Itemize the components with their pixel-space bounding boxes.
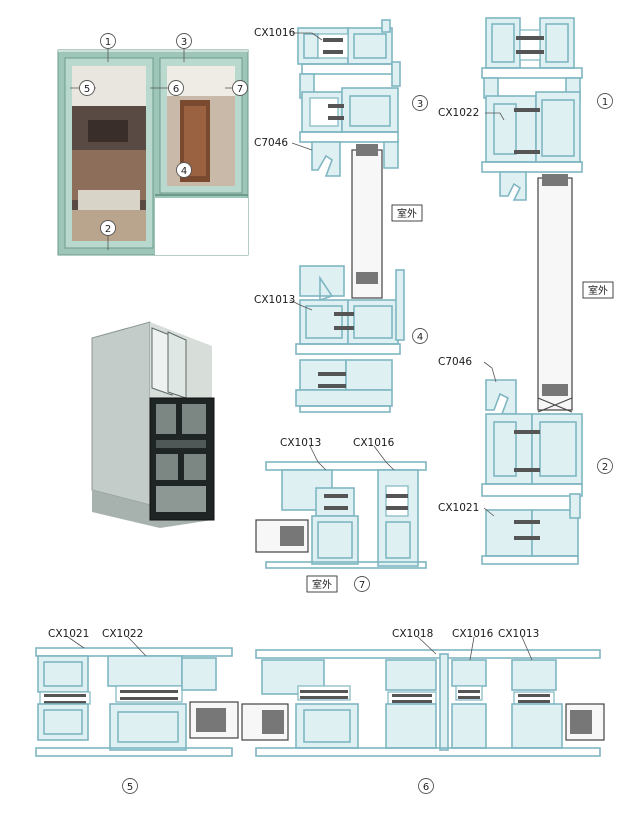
section-marker-2: 2 (602, 462, 608, 473)
label-cx1018-sec6: CX1018 (392, 628, 433, 640)
profile-labels: CX1016 C7046 CX1013 CX1022 C7046 CX1021 … (48, 27, 539, 640)
label-c7046-right: C7046 (438, 356, 472, 368)
marker-3: 3 (181, 37, 187, 48)
marker-2: 2 (105, 224, 111, 235)
label-cx1021-sec5: CX1021 (48, 628, 89, 640)
section-7 (255, 461, 427, 569)
marker-5: 5 (84, 84, 90, 95)
label-c7046-left: C7046 (254, 137, 288, 149)
label-cx1021-right: CX1021 (438, 502, 479, 514)
section-marker-5: 5 (127, 782, 133, 793)
section-1-2 (481, 17, 583, 565)
section-marker-6: 6 (423, 782, 429, 793)
marker-7: 7 (237, 84, 243, 95)
label-cx1013-sec7: CX1013 (280, 437, 321, 449)
section-marker-4: 4 (417, 332, 423, 343)
profile-3d-render (91, 321, 215, 528)
leader-lines (67, 32, 533, 661)
photo-markers: 1 3 5 6 7 4 2 (79, 33, 248, 236)
label-cx1022-sec5: CX1022 (102, 628, 143, 640)
section-marker-1: 1 (602, 97, 608, 108)
marker-6: 6 (173, 84, 179, 95)
marker-1: 1 (105, 37, 111, 48)
label-cx1013-left: CX1013 (254, 294, 295, 306)
outside-label-3: 室外 (312, 578, 332, 591)
label-cx1022-right: CX1022 (438, 107, 479, 119)
section-6 (241, 649, 605, 757)
section-5 (35, 647, 239, 757)
outside-label-1: 室外 (397, 207, 417, 220)
outside-labels: 室外 室外 室外 (306, 204, 614, 593)
marker-4: 4 (181, 166, 187, 177)
label-cx1016-sec6: CX1016 (452, 628, 494, 640)
label-cx1016-sec7: CX1016 (353, 437, 395, 449)
section-marker-3: 3 (417, 99, 423, 110)
label-cx1013-sec6: CX1013 (498, 628, 539, 640)
section-marker-7: 7 (359, 580, 365, 591)
section-markers: 3 4 1 2 7 5 6 (122, 93, 613, 794)
section-3-4 (295, 19, 405, 413)
outside-label-2: 室外 (588, 284, 608, 297)
window-photo (57, 44, 249, 256)
label-cx1016-top: CX1016 (254, 27, 296, 39)
